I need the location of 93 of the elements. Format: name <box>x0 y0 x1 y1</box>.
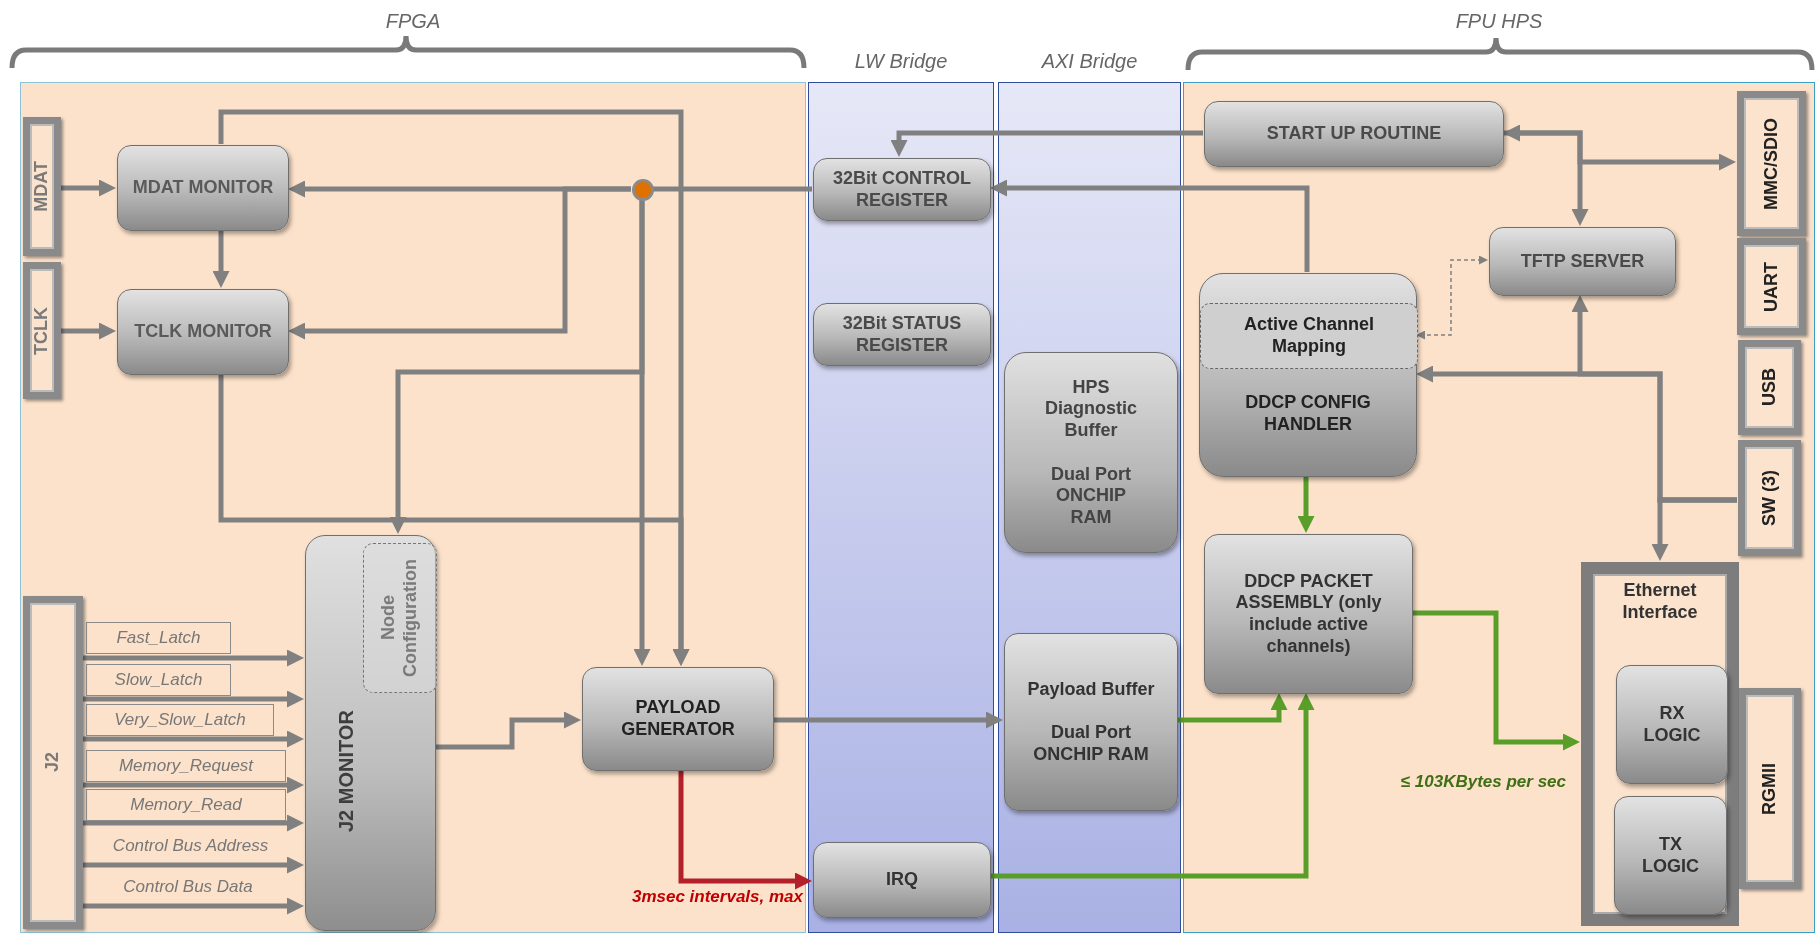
arrow <box>1177 693 1288 723</box>
connector-block <box>23 596 83 929</box>
port-label: MDAT <box>31 161 53 212</box>
port-label: SW (3) <box>1758 470 1780 526</box>
connector-block <box>1737 91 1806 236</box>
box-label: Node Configuration <box>378 558 421 679</box>
arrow <box>288 186 631 340</box>
arrow <box>435 711 581 750</box>
connector-block <box>1737 238 1806 335</box>
box-label: Payload Buffer <box>1027 678 1155 701</box>
box-label: TX LOGIC <box>1641 833 1700 878</box>
arrow <box>60 322 116 340</box>
arrow <box>678 770 812 890</box>
process-box <box>1489 227 1676 296</box>
box-label: TCLK MONITOR <box>134 321 272 343</box>
arrow <box>1412 610 1580 751</box>
signal-label: Control Bus Address <box>111 835 270 857</box>
arrow <box>1503 130 1589 226</box>
port-label: RGMII <box>1759 762 1781 815</box>
panel-heading: AXI Bridge <box>1040 49 1139 73</box>
connector-block <box>1739 688 1801 889</box>
arrow <box>82 730 304 748</box>
connector-block <box>1738 340 1801 435</box>
box-label: J2 MONITOR <box>334 709 358 834</box>
port-label: TCLK <box>31 306 53 355</box>
signal-label: Fast_Latch <box>86 622 231 654</box>
port-label: USB <box>1758 368 1780 407</box>
signal-label: Control Bus Data <box>122 876 254 898</box>
arrow <box>633 200 651 666</box>
process-box <box>1616 665 1728 784</box>
connector-block <box>1738 440 1801 556</box>
box-label: 32Bit CONTROL REGISTER <box>832 167 972 212</box>
box-label: Dual Port ONCHIP RAM <box>1050 463 1132 529</box>
arrow <box>990 179 1310 272</box>
arrow <box>60 179 116 197</box>
box-label: TFTP SERVER <box>1520 250 1645 273</box>
panel-heading: FPGA <box>384 9 442 33</box>
arrow <box>82 814 304 832</box>
signal-label: Memory_Read <box>86 789 286 821</box>
connector-block <box>23 117 61 256</box>
box-label: DDCP CONFIG HANDLER <box>1244 392 1372 436</box>
process-box <box>1204 101 1504 167</box>
interface-frame <box>1581 562 1739 926</box>
process-box <box>813 158 991 221</box>
box-label: PAYLOAD GENERATOR <box>620 697 736 741</box>
port-label: UART <box>1760 261 1782 312</box>
panel-heading: FPU HPS <box>1454 9 1544 33</box>
edge-label: 3msec intervals, max <box>630 886 803 908</box>
process-box <box>1204 534 1413 694</box>
box-label: IRQ <box>886 869 918 891</box>
box-label: Ethernet Interface <box>1621 580 1699 624</box>
arrow <box>82 776 304 794</box>
arrow <box>990 693 1315 879</box>
arrow <box>890 130 1203 157</box>
arrow <box>1416 255 1488 340</box>
signal-label: Memory_Request <box>86 750 286 782</box>
arrow <box>1651 497 1737 561</box>
signal-label: Very_Slow_Latch <box>86 704 274 736</box>
process-box <box>813 303 991 366</box>
process-box <box>582 667 774 771</box>
process-box <box>1004 352 1178 553</box>
dashed-region <box>1200 303 1418 369</box>
port-label: J2 <box>42 752 64 773</box>
connector-block <box>23 262 61 399</box>
arrow <box>82 649 304 667</box>
junction-dot <box>632 179 654 201</box>
box-label: MDAT MONITOR <box>132 177 274 199</box>
signal-label: Slow_Latch <box>86 664 231 696</box>
panel-heading: LW Bridge <box>853 49 949 73</box>
port-label: MMC/SDIO <box>1760 117 1782 210</box>
process-box <box>117 289 289 375</box>
arrow <box>1297 476 1315 533</box>
dashed-region <box>363 543 437 693</box>
arrow <box>773 711 1003 729</box>
arrow <box>82 690 304 708</box>
process-box <box>1004 633 1178 811</box>
process-box <box>117 145 289 231</box>
arrow <box>82 897 304 915</box>
box-label: Active Channel Mapping <box>1242 314 1375 358</box>
box-label: DDCP PACKET ASSEMBLY (only include active channels) <box>1234 570 1383 658</box>
arrow <box>218 374 690 666</box>
process-box <box>1614 796 1727 915</box>
box-label: START UP ROUTINE <box>1266 123 1442 145</box>
box-label: Dual Port ONCHIP RAM <box>1032 722 1150 766</box>
process-box <box>1199 273 1417 477</box>
box-label: HPS Diagnostic Buffer <box>1044 376 1138 442</box>
process-box <box>813 842 991 918</box>
arrow <box>82 856 304 874</box>
box-label: 32Bit STATUS REGISTER <box>841 312 963 357</box>
arrow <box>212 230 230 288</box>
process-box <box>305 535 436 931</box>
edge-label: ≤ 103KBytes per sec <box>1399 771 1566 793</box>
box-label: RX LOGIC <box>1642 702 1702 747</box>
